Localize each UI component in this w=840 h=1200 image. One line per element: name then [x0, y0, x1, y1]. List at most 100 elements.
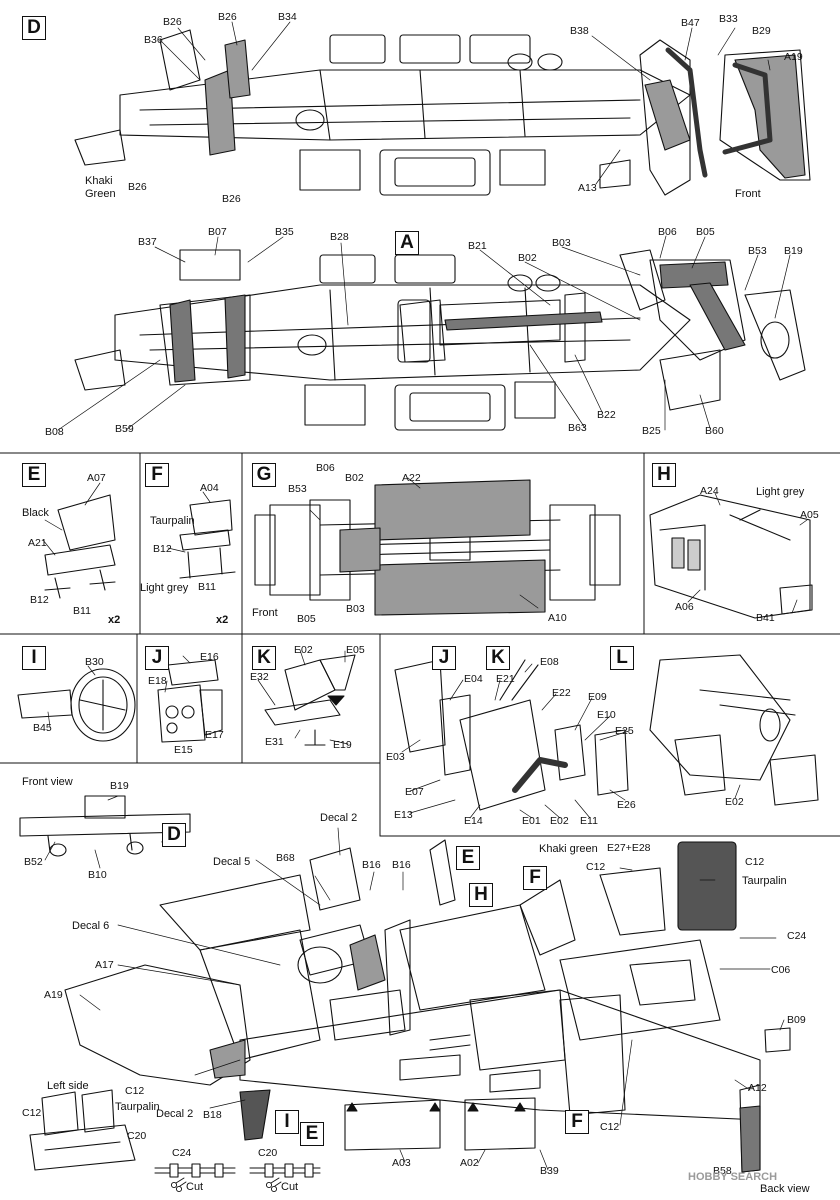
- gear-k: [264, 654, 356, 746]
- part-label: C24: [172, 1147, 192, 1159]
- part-label: E05: [346, 644, 365, 656]
- cut-sprues: [154, 1163, 321, 1178]
- part-label: B60: [705, 425, 724, 437]
- part-label: B03: [552, 237, 571, 249]
- callout-d-label: D: [162, 823, 186, 847]
- khaki-green-note: Khaki green: [539, 843, 598, 855]
- part-label: B22: [597, 409, 616, 421]
- callout-i-label: I: [275, 1110, 299, 1134]
- part-label: E17: [205, 729, 224, 741]
- part-label: A24: [700, 485, 719, 497]
- quantity-note: x2: [108, 614, 121, 626]
- decal-note: Decal 2: [320, 812, 358, 824]
- part-label: B21: [468, 240, 487, 252]
- scissors-icon: [265, 1177, 282, 1193]
- assembly-l-label: L: [610, 646, 634, 670]
- front-note: Front: [735, 188, 761, 200]
- section-g-label: G: [252, 463, 276, 487]
- part-label: E02: [550, 815, 569, 827]
- part-label: B05: [696, 226, 715, 238]
- gearbox-a: [397, 299, 431, 363]
- part-label: B45: [33, 722, 52, 734]
- dark-pipe-d: [665, 47, 773, 178]
- part-label: E31: [265, 736, 284, 748]
- leader-lines: [42, 21, 808, 1171]
- part-label: E15: [174, 744, 193, 756]
- part-label: E10: [597, 709, 616, 721]
- section-i-label: I: [22, 646, 46, 670]
- light-grey-note: Light grey: [140, 582, 189, 594]
- left-side-note: Left side: [47, 1080, 89, 1092]
- part-label: B02: [345, 472, 364, 484]
- part-label: E21: [496, 673, 515, 685]
- part-label: B12: [30, 594, 49, 606]
- part-label: B19: [110, 780, 129, 792]
- assembly-j-label: J: [432, 646, 456, 670]
- light-grey-note: Light grey: [756, 486, 805, 498]
- part-label: B11: [198, 581, 216, 593]
- part-label: E03: [386, 751, 405, 763]
- callout-e-top-label: E: [456, 846, 480, 870]
- part-label: B58: [713, 1165, 732, 1177]
- part-label: C24: [787, 930, 807, 942]
- part-label: E01: [522, 815, 541, 827]
- decal-note: Decal 2: [156, 1108, 194, 1120]
- part-label: A02: [460, 1157, 479, 1169]
- callout-f-bottom-label: F: [565, 1110, 589, 1134]
- part-label: C12: [125, 1085, 145, 1097]
- part-label: B41: [756, 612, 775, 624]
- part-label: C12: [745, 856, 765, 868]
- part-label: A19: [44, 989, 63, 1001]
- part-label: B47: [681, 17, 700, 29]
- part-label: C06: [771, 964, 791, 976]
- part-label: B07: [208, 226, 227, 238]
- part-label: B16: [392, 859, 411, 871]
- section-e-label: E: [22, 463, 46, 487]
- part-label: B11: [73, 605, 91, 617]
- part-label: B53: [748, 245, 767, 257]
- part-label: A13: [578, 182, 597, 194]
- part-label: B16: [362, 859, 381, 871]
- part-label: B05: [297, 613, 316, 625]
- part-label: B19: [784, 245, 803, 257]
- scissors-icon: [170, 1177, 187, 1193]
- part-label: B06: [316, 462, 335, 474]
- part-label: B33: [719, 13, 738, 25]
- taurpalin-note: Taurpalin: [742, 875, 787, 887]
- taurpalin-c12: [677, 841, 737, 931]
- part-label: C12: [586, 861, 606, 873]
- section-d-label: D: [22, 16, 46, 40]
- part-label: B34: [278, 11, 297, 23]
- callout-f-top-label: F: [523, 866, 547, 890]
- part-label: B59: [115, 423, 134, 435]
- part-label: B10: [88, 869, 107, 881]
- part-label: A19: [784, 51, 803, 63]
- part-label: E22: [552, 687, 571, 699]
- front-note: Front: [252, 607, 278, 619]
- part-label: E11: [580, 815, 598, 827]
- part-label: E02: [294, 644, 313, 656]
- part-label: E25: [615, 725, 634, 737]
- grey-parts-a: [169, 261, 746, 383]
- part-label: A06: [675, 601, 694, 613]
- part-label: C12: [22, 1107, 42, 1119]
- part-label: B63: [568, 422, 587, 434]
- part-label: B06: [658, 226, 677, 238]
- part-label: E07: [405, 786, 424, 798]
- dashboard-j: [157, 659, 223, 743]
- callout-e-bottom-label: E: [300, 1122, 324, 1146]
- seat-e: [44, 494, 116, 599]
- section-f-label: F: [145, 463, 169, 487]
- steering-wheel-i: [17, 668, 136, 742]
- taurpalin-note: Taurpalin: [150, 515, 195, 527]
- part-label: A17: [95, 959, 114, 971]
- part-label: A10: [548, 612, 567, 624]
- part-label: E16: [200, 651, 219, 663]
- part-label: B09: [787, 1014, 806, 1026]
- part-label: E13: [394, 809, 413, 821]
- quantity-note: x2: [216, 614, 229, 626]
- callout-h-label: H: [469, 883, 493, 907]
- part-label: B26: [222, 193, 241, 205]
- back-view-note: Back view: [760, 1183, 810, 1195]
